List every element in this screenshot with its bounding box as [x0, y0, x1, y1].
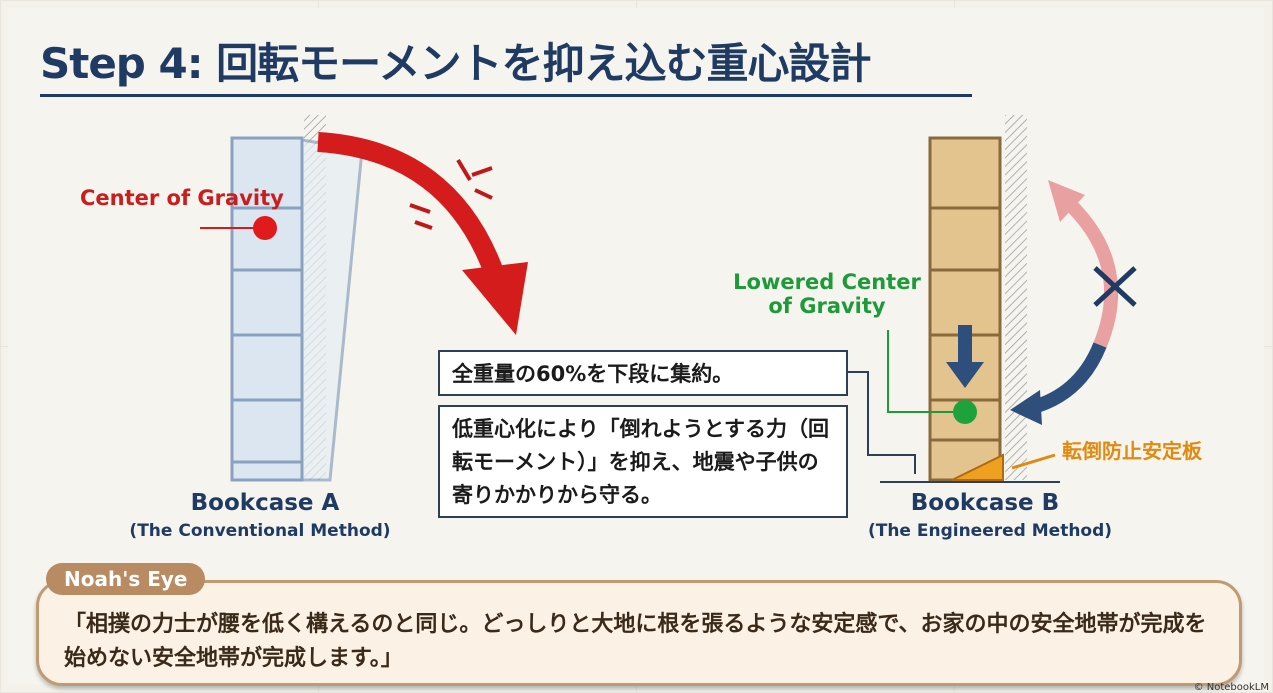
- noahs-eye-text: 「相撲の力士が腰を低く構えるのと同じ。どっしりと大地に根を張るような安定感で、お…: [64, 612, 1207, 671]
- bookcase-b-label: Bookcase B: [910, 490, 1060, 516]
- noahs-eye-tab: Noah's Eye: [46, 563, 206, 595]
- bookcase-a-method: (The Conventional Method): [129, 521, 391, 541]
- noahs-eye-card: [36, 580, 1242, 686]
- bookcase-b-method: (The Engineered Method): [867, 521, 1113, 541]
- center-of-gravity-label: Center of Gravity: [80, 186, 284, 210]
- page-title: Step 4: 回転モーメントを抑え込む重心設計: [40, 39, 871, 88]
- bookcase-b-drawing: [928, 136, 1002, 482]
- center-of-gravity-b-dot: [953, 400, 977, 424]
- stability-plate: [951, 453, 1004, 481]
- credit: © NotebookLM: [1193, 682, 1269, 693]
- tipping-arrow-icon: [317, 132, 528, 335]
- wall-b: [1005, 115, 1027, 480]
- down-arrow-icon: [946, 325, 984, 388]
- callout-moment: 低重心化により「倒れようとする力（回転モーメント）」を抑え、地震や子供の寄りかか…: [438, 405, 848, 518]
- lowered-cog-label: Lowered Center of Gravity: [733, 270, 921, 319]
- callout-weight: 全重量の60%を下段に集約。: [438, 350, 848, 396]
- title-underline: [40, 94, 972, 97]
- stability-plate-label: 転倒防止安定板: [1062, 439, 1202, 463]
- bookcase-a-label: Bookcase A: [190, 490, 340, 516]
- center-of-gravity-a-dot: [253, 216, 277, 240]
- blocked-rotation-arrow-icon: [1010, 180, 1137, 425]
- slide-panel: [8, 8, 1264, 684]
